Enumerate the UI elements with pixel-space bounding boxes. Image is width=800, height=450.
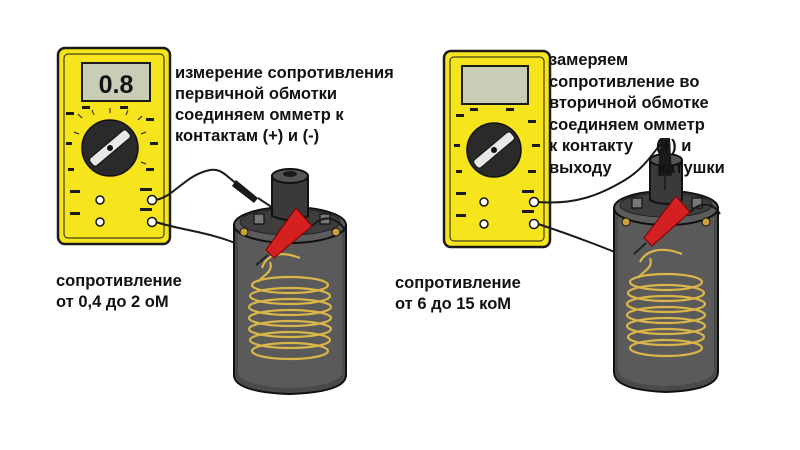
right-jack-plus-icon bbox=[528, 196, 540, 208]
right-jacks bbox=[456, 190, 540, 230]
right-jack-com-icon bbox=[528, 218, 540, 230]
right-range-dial bbox=[454, 108, 540, 178]
left-multimeter: 0.8 bbox=[56, 46, 172, 246]
right-black-probe-icon bbox=[658, 138, 672, 190]
right-coil-windings bbox=[625, 248, 707, 358]
right-instruction-text: замеряем сопротивление во вторичной обмо… bbox=[549, 51, 725, 177]
right-lcd-display bbox=[461, 65, 529, 105]
left-lcd-value: 0.8 bbox=[99, 71, 134, 99]
left-red-probe-icon bbox=[255, 207, 347, 266]
right-ignition-coil bbox=[613, 153, 719, 394]
right-multimeter bbox=[442, 49, 552, 249]
left-instruction-text: измерение сопротивления первичной обмотк… bbox=[175, 64, 394, 145]
left-ignition-coil bbox=[233, 168, 347, 396]
right-resistance-range-text: сопротивление от 6 до 15 коМ bbox=[395, 274, 521, 313]
left-jack-plus-icon bbox=[146, 194, 158, 206]
left-jack-com-icon bbox=[146, 216, 158, 228]
left-resistance-range-text: сопротивление от 0,4 до 2 оМ bbox=[56, 272, 182, 311]
left-lcd-display bbox=[81, 62, 151, 102]
left-coil-windings bbox=[247, 253, 333, 361]
left-range-dial bbox=[66, 106, 158, 177]
right-red-probe-icon bbox=[633, 195, 721, 255]
